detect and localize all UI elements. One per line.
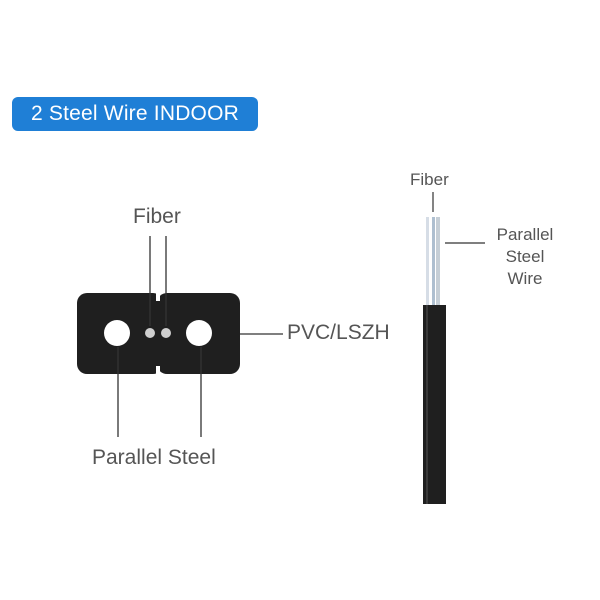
cable-jacket-side	[423, 305, 446, 504]
steel-wire-strand	[436, 217, 440, 305]
label-line: Steel	[505, 247, 545, 266]
parallel-steel-label: Parallel Steel	[92, 446, 216, 469]
fiber-strand	[432, 217, 435, 305]
fiber-core-right	[161, 328, 171, 338]
fiber-strand	[426, 217, 429, 305]
side-view	[423, 192, 485, 504]
cross-section-view	[77, 236, 283, 437]
jacket-groove	[156, 293, 160, 301]
side-fiber-label: Fiber	[410, 170, 449, 189]
title-badge: 2 Steel Wire INDOOR	[12, 97, 258, 131]
label-line: Parallel	[496, 225, 554, 244]
fiber-core-left	[145, 328, 155, 338]
steel-wire-right	[186, 320, 212, 346]
label-line: Wire	[507, 269, 543, 288]
fiber-label: Fiber	[133, 205, 181, 228]
jacket-groove	[156, 366, 160, 374]
parallel-steel-wire-label: Parallel Steel Wire	[486, 224, 564, 290]
jacket-material-label: PVC/LSZH	[287, 321, 390, 344]
steel-wire-left	[104, 320, 130, 346]
cable-jacket-highlight	[426, 305, 428, 504]
